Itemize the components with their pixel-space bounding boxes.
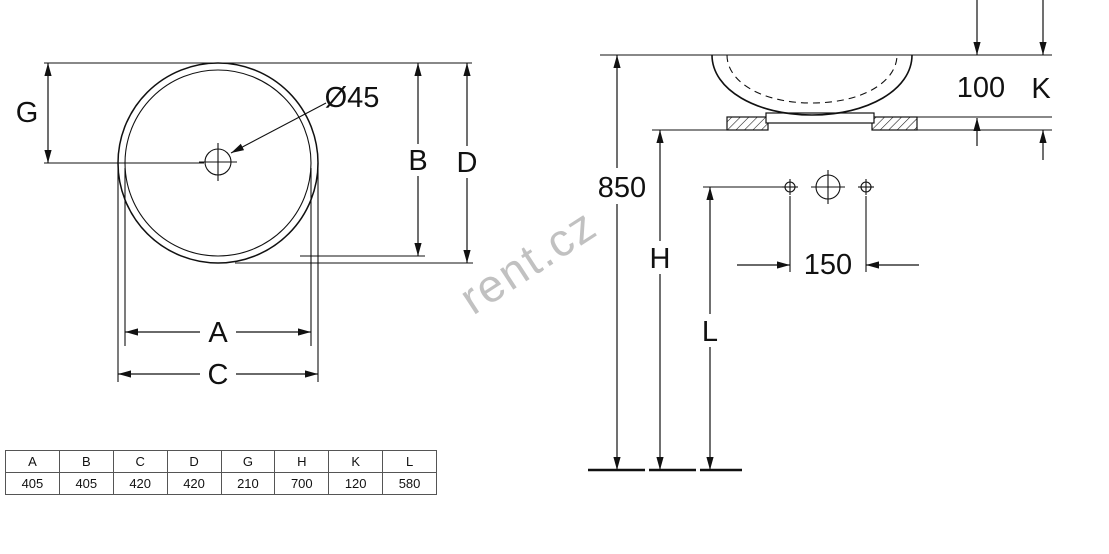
basin-inner-profile: [726, 54, 898, 104]
dim-g: G: [16, 63, 52, 163]
dim-label-a: A: [208, 317, 228, 349]
countertop-left: [726, 116, 769, 131]
table-header-k: K: [328, 450, 384, 473]
table-value-l: 580: [382, 472, 437, 495]
dim-label-l: L: [702, 316, 718, 348]
drain-symbol: [199, 143, 237, 181]
table-value-d: 420: [166, 472, 222, 495]
dim-a: A: [125, 317, 311, 349]
table-value-g: 210: [220, 472, 276, 495]
dim-b: B: [403, 63, 433, 256]
dim-label-c: C: [208, 359, 229, 391]
side-view: 850 H L 100: [588, 0, 1052, 472]
dim-label-d: D: [457, 147, 478, 179]
dim-d: D: [452, 63, 482, 263]
table-header-h: H: [274, 450, 330, 473]
basin-base-plate: [765, 112, 875, 124]
dim-100: 100: [957, 0, 1005, 146]
dim-label-850: 850: [598, 172, 646, 204]
table-header-a: A: [5, 450, 60, 473]
dim-850: 850: [592, 55, 652, 470]
table-value-a: 405: [5, 472, 60, 495]
countertop-right: [871, 116, 918, 131]
drain-diameter-label: Ø45: [325, 82, 380, 114]
dim-150: 150: [737, 196, 919, 281]
drain-diameter-callout: Ø45: [230, 82, 380, 154]
table-value-k: 120: [328, 472, 384, 495]
dim-h: H: [644, 130, 676, 470]
top-view: G B D A: [16, 62, 482, 391]
table-header-c: C: [112, 450, 168, 473]
table-value-c: 420: [112, 472, 168, 495]
dim-label-150: 150: [804, 249, 852, 281]
dimension-table-value-row: 405 405 420 420 210 700 120 580: [5, 472, 437, 495]
faucet-hole-symbols: [782, 170, 874, 204]
table-value-h: 700: [274, 472, 330, 495]
table-header-d: D: [166, 450, 222, 473]
table-header-g: G: [220, 450, 276, 473]
dim-c: C: [118, 359, 318, 391]
dim-k: K: [1031, 0, 1051, 160]
table-header-l: L: [382, 450, 437, 473]
side-view-extension-lines: [600, 54, 1052, 188]
dim-label-100: 100: [957, 72, 1005, 104]
dim-label-g: G: [16, 97, 39, 129]
dim-label-b: B: [408, 145, 427, 177]
dimension-table-header-row: A B C D G H K L: [5, 450, 437, 473]
top-view-extension-lines: [44, 62, 473, 382]
basin-profile: [711, 54, 913, 116]
dim-label-h: H: [650, 243, 671, 275]
dim-label-k: K: [1031, 73, 1051, 105]
dim-l: L: [695, 187, 725, 470]
table-header-b: B: [58, 450, 114, 473]
dimension-table: A B C D G H K L 405 405 420 420 210 700 …: [5, 450, 437, 495]
table-value-b: 405: [58, 472, 114, 495]
